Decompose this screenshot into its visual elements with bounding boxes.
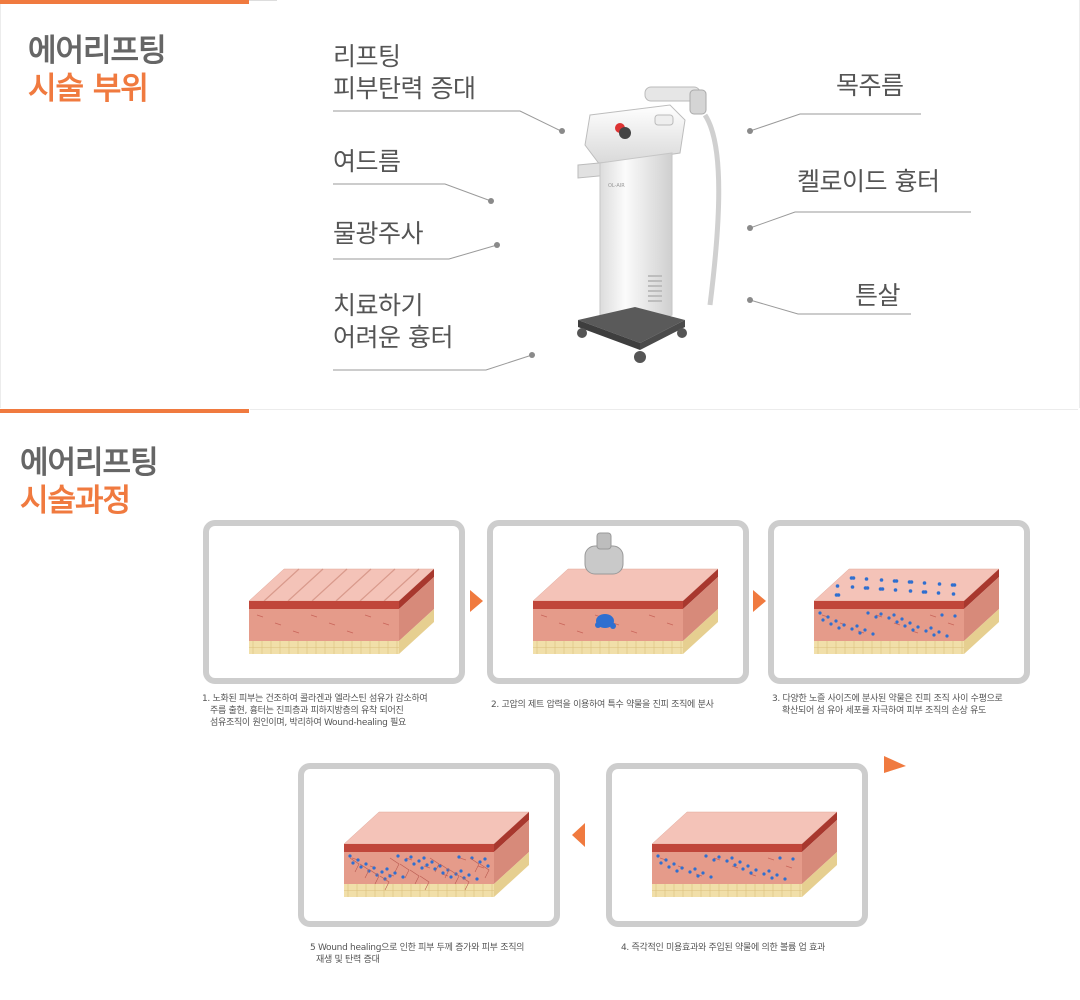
label-keloid-scar: 켈로이드 흉터	[797, 167, 940, 196]
leader-line	[749, 299, 911, 315]
step-card-1	[203, 520, 465, 684]
caption-line: 1. 노화된 피부는 건조하여 콜라겐과 엘라스틴 섬유가 감소하여	[202, 694, 428, 704]
title-line1: 에어리프팅	[28, 33, 167, 69]
leader-dot	[747, 225, 753, 231]
leader-line	[333, 354, 533, 371]
label-stretch-mark: 튼살	[855, 281, 901, 310]
section-title-process: 에어리프팅 시술과정	[20, 444, 159, 520]
section-accent-bar	[0, 409, 249, 413]
label-text: 리프팅	[333, 42, 401, 71]
skin-illustration	[248, 568, 435, 654]
title-line1: 에어리프팅	[20, 445, 159, 481]
leader-line	[749, 211, 971, 229]
label-text: 어려운 흉터	[333, 323, 453, 352]
leader-dot	[747, 297, 753, 303]
arrow-right-icon	[753, 590, 766, 612]
leader-line	[333, 244, 498, 260]
divider	[249, 0, 277, 1]
leader-lines	[333, 110, 971, 371]
step-card-3	[768, 520, 1030, 684]
caption-line: 2. 고압의 제트 압력을 이용하여 특수 약물을 진피 조직에 분사	[491, 700, 714, 710]
step-card-4	[606, 763, 868, 927]
caption-line: 주름 출현, 흉터는 진피층과 피하지방층의 유착 되어진	[210, 706, 404, 716]
divider	[250, 409, 1078, 410]
caption-line: 5 Wound healing으로 인한 피부 두께 증가와 피부 조직의	[310, 943, 525, 953]
caption-line: 3. 다양한 노즐 사이즈에 분사된 약물은 진피 조직 사이 수평으로	[772, 694, 1003, 704]
step-caption-3: 3. 다양한 노즐 사이즈에 분사된 약물은 진피 조직 사이 수평으로 확산되…	[772, 693, 1062, 717]
title-line2: 시술과정	[20, 483, 131, 519]
leader-line	[333, 183, 492, 202]
caption-line: 재생 및 탄력 증대	[316, 955, 380, 965]
label-text: 치료하기	[333, 291, 424, 320]
step-caption-2: 2. 고압의 제트 압력을 이용하여 특수 약물을 진피 조직에 분사	[491, 699, 751, 711]
label-hard-scar: 치료하기 어려운 흉터	[333, 290, 453, 354]
label-text: 피부탄력 증대	[333, 74, 476, 103]
label-lifting: 리프팅 피부탄력 증대	[333, 41, 476, 105]
leader-dot	[559, 128, 565, 134]
step-card-2	[487, 520, 749, 684]
step-caption-1: 1. 노화된 피부는 건조하여 콜라겐과 엘라스틴 섬유가 감소하여 주름 출현…	[202, 693, 482, 729]
label-acne: 여드름	[333, 147, 401, 176]
section-title-area: 에어리프팅 시술 부위	[28, 32, 167, 108]
arrow-right-icon	[470, 590, 483, 612]
section-accent-bar	[0, 0, 249, 4]
leader-dot	[529, 352, 535, 358]
leader-dot	[494, 242, 500, 248]
step-card-5	[298, 763, 560, 927]
label-water-injection: 물광주사	[333, 219, 424, 248]
arrow-left-icon	[572, 823, 585, 847]
title-line2: 시술 부위	[28, 71, 149, 107]
caption-line: 4. 즉각적인 미용효과와 주입된 약물에 의한 볼륨 업 효과	[621, 943, 826, 953]
skin-illustration	[532, 532, 719, 654]
skin-illustration	[343, 811, 530, 897]
caption-line: 확산되어 섬 유아 세포를 자극하여 피부 조직의 손상 유도	[782, 706, 987, 716]
arrow-down-right-icon	[884, 756, 906, 773]
leader-dot	[747, 128, 753, 134]
skin-illustration	[813, 568, 1000, 654]
leader-dot	[488, 198, 494, 204]
device-illustration: OL-AIR	[577, 86, 722, 363]
step-caption-4: 4. 즉각적인 미용효과와 주입된 약물에 의한 볼륨 업 효과	[621, 942, 881, 954]
leader-line	[333, 110, 562, 132]
device-brand: OL-AIR	[608, 183, 625, 189]
skin-illustration	[651, 811, 838, 897]
caption-line: 섬유조직이 원인이며, 박리하여 Wound-healing 필요	[210, 718, 407, 728]
step-caption-5: 5 Wound healing으로 인한 피부 두께 증가와 피부 조직의 재생…	[310, 942, 570, 966]
leader-line	[749, 113, 921, 132]
label-neck-wrinkle: 목주름	[836, 71, 904, 100]
